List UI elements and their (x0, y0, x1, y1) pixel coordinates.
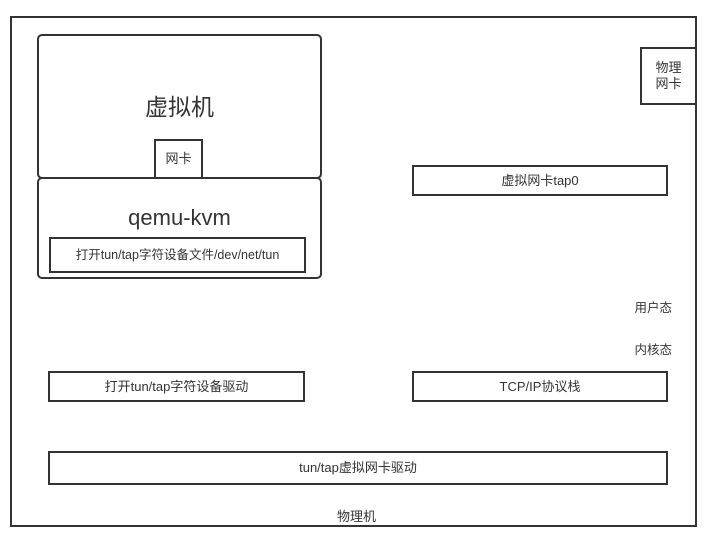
open-tuntap-char-device-file-label: 打开tun/tap字符设备文件/dev/net/tun (75, 247, 280, 262)
user-mode-label: 用户态 (634, 301, 672, 315)
qemu-kvm-label: qemu-kvm (128, 205, 231, 230)
tuntap-virtual-nic-driver-label: tun/tap虚拟网卡驱动 (299, 460, 417, 476)
tuntap-virtual-nic-driver-box: tun/tap虚拟网卡驱动 (48, 451, 668, 485)
tuntap-char-device-driver-box: 打开tun/tap字符设备驱动 (48, 371, 305, 402)
tuntap-char-device-driver-label: 打开tun/tap字符设备驱动 (104, 378, 249, 394)
vm-nic-box: 网卡 (154, 139, 203, 179)
kernel-mode-label: 内核态 (634, 343, 672, 357)
tcpip-stack-label: TCP/IP协议栈 (499, 378, 581, 394)
tcpip-stack-box: TCP/IP协议栈 (412, 371, 668, 402)
physical-nic-box: 物理 网卡 (640, 47, 697, 105)
virtual-nic-tap0-box: 虚拟网卡tap0 (412, 165, 668, 196)
physical-nic-label-line2: 网卡 (655, 76, 682, 91)
virtual-machine-label: 虚拟机 (145, 94, 214, 120)
open-tuntap-char-device-file-box: 打开tun/tap字符设备文件/dev/net/tun (49, 237, 306, 273)
vm-nic-label: 网卡 (165, 151, 192, 167)
physical-machine-label: 物理机 (336, 509, 376, 524)
physical-nic-label-line1: 物理 (655, 59, 682, 75)
virtual-nic-tap0-label: 虚拟网卡tap0 (501, 172, 579, 188)
